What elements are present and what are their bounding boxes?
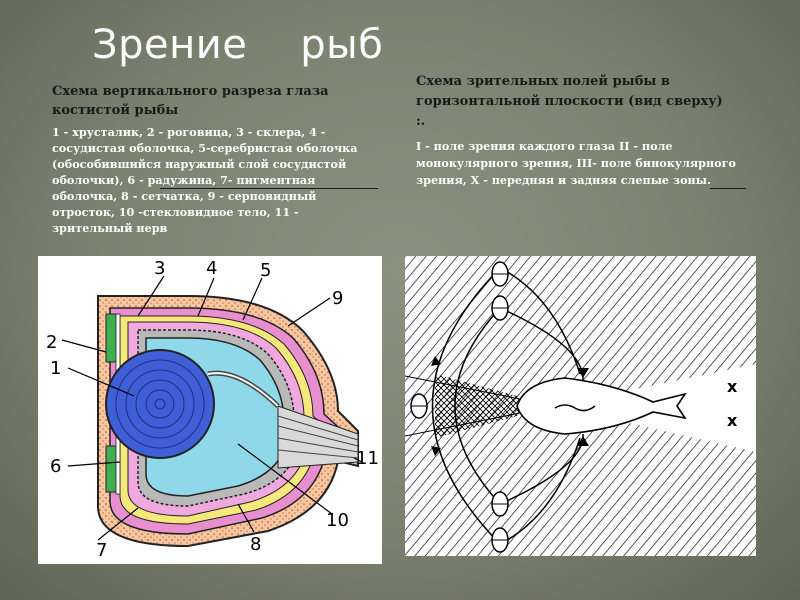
eye-diagram: 1 2 3 4 5 6 7 8 9 10 11: [38, 256, 382, 564]
label-11: 11: [356, 448, 379, 469]
field-section-legend: I - поле зрения каждого глаза II - поле …: [416, 138, 746, 189]
slide-title: Зрение рыб: [92, 22, 383, 68]
visual-fields-diagram: x x: [405, 256, 756, 556]
label-5: 5: [260, 260, 271, 281]
rear-blind-mark-1: x: [727, 377, 738, 396]
legend-underline: [160, 188, 378, 189]
eye-diagram-panel: 1 2 3 4 5 6 7 8 9 10 11: [38, 256, 382, 564]
eye-section-legend: 1 - хрусталик, 2 - роговица, 3 - склера,…: [52, 124, 378, 236]
lens: [106, 350, 214, 458]
legend-underline: [710, 188, 746, 189]
label-6: 6: [50, 456, 61, 477]
label-3: 3: [154, 258, 165, 279]
label-1: 1: [50, 358, 61, 379]
field-section-heading: Схема зрительных полей рыбы в горизонтал…: [416, 72, 726, 132]
label-4: 4: [206, 258, 217, 279]
rear-blind-mark-2: x: [727, 411, 738, 430]
label-7: 7: [96, 540, 107, 561]
eye-section-heading: Схема вертикального разреза глаза костис…: [52, 82, 367, 120]
visual-fields-panel: x x: [405, 256, 756, 556]
label-9: 9: [332, 288, 343, 309]
label-10: 10: [326, 510, 349, 531]
label-8: 8: [250, 534, 261, 555]
label-2: 2: [46, 332, 57, 353]
